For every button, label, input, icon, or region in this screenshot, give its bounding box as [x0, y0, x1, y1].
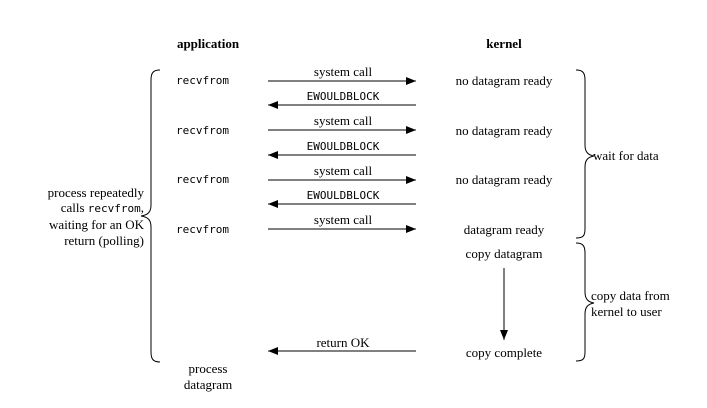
recvfrom-call-3: recvfrom — [176, 173, 229, 186]
ewouldblock-label-3: EWOULDBLOCK — [306, 189, 380, 202]
application-header: application — [176, 36, 240, 51]
process-datagram-line-2: datagram — [183, 377, 233, 392]
left-note-recvfrom-code: recvfrom — [87, 202, 141, 215]
recvfrom-call-2: recvfrom — [176, 124, 229, 137]
kernel-header: kernel — [486, 36, 522, 51]
wait-for-data-note: wait for data — [593, 148, 659, 163]
system-call-label-1: system call — [313, 64, 373, 79]
left-brace — [140, 69, 161, 363]
system-call-label-3: system call — [313, 163, 373, 178]
process-datagram-line-1: process — [188, 361, 228, 376]
left-note-line-2: calls recvfrom, — [60, 200, 144, 215]
recvfrom-call-1: recvfrom — [176, 74, 229, 87]
copy-data-brace — [575, 242, 595, 362]
kernel-state-ready: datagram ready — [463, 222, 545, 237]
wait-for-data-brace — [575, 69, 595, 239]
system-call-label-4: system call — [313, 212, 373, 227]
copy-data-note-line-2: kernel to user — [591, 304, 662, 319]
kernel-state-copy: copy datagram — [465, 246, 543, 261]
kernel-state-2: no datagram ready — [455, 123, 553, 138]
system-call-label-2: system call — [313, 113, 373, 128]
copy-data-note-line-1: copy data from — [591, 288, 670, 303]
kernel-state-1: no datagram ready — [455, 73, 553, 88]
left-note-line-1: process repeatedly — [47, 185, 144, 200]
left-note-line-4: return (polling) — [64, 233, 144, 248]
return-ok-label: return OK — [316, 335, 370, 350]
ewouldblock-label-2: EWOULDBLOCK — [306, 140, 380, 153]
kernel-state-complete: copy complete — [465, 345, 543, 360]
left-note-line-3: waiting for an OK — [49, 217, 144, 232]
recvfrom-call-4: recvfrom — [176, 223, 229, 236]
ewouldblock-label-1: EWOULDBLOCK — [306, 90, 380, 103]
kernel-state-3: no datagram ready — [455, 172, 553, 187]
